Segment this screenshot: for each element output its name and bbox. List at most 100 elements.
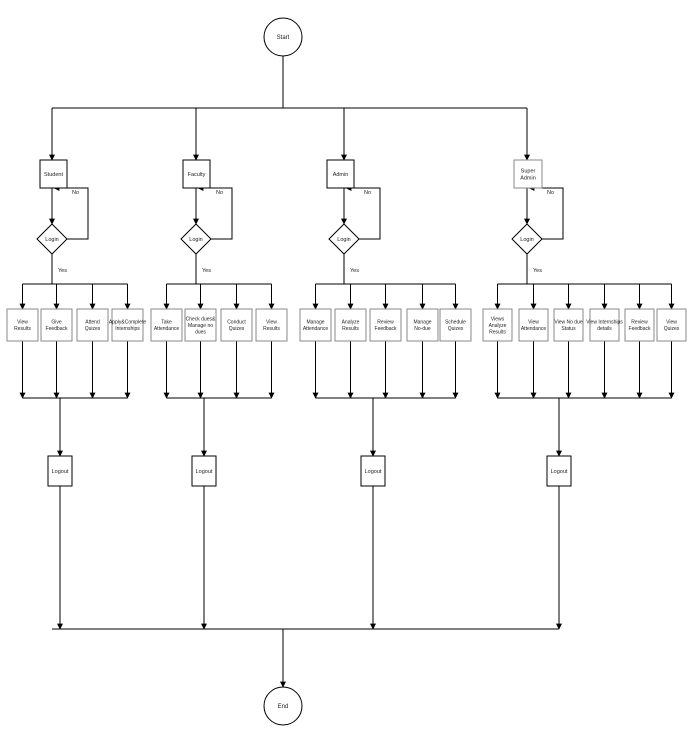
login-label-1: Login [189, 237, 202, 243]
feature-label-3-2: View No due [554, 320, 582, 326]
logout-label-0: Logout [52, 469, 69, 475]
yes-label-0: Yes [58, 268, 67, 274]
feature-label-1-1: Manage no [188, 323, 213, 329]
feature-label-3-0: Analyze [489, 323, 507, 329]
login-label-3: Login [520, 237, 533, 243]
feature-label-1-3: Results [263, 326, 280, 332]
feature-box-2-1 [334, 308, 367, 342]
feature-label-2-2: Review [377, 320, 394, 326]
yes-label-2: Yes [350, 268, 359, 274]
feature-label-2-3: Manage [413, 320, 431, 326]
role-name-1: Faculty [188, 172, 206, 178]
role-name-0: Student [44, 172, 63, 178]
role-name-3: Admin [520, 175, 536, 181]
feature-box-2-2 [369, 308, 402, 342]
logout-box-3 [546, 455, 572, 487]
feature-box-3-1 [518, 308, 549, 342]
feature-label-2-1: Results [342, 326, 359, 332]
feature-label-3-3: View Internships [586, 320, 623, 326]
feature-label-3-1: View [528, 320, 539, 326]
no-loop-2 [345, 185, 381, 240]
feature-label-2-1: Analyze [342, 320, 360, 326]
login-decision-0 [36, 223, 68, 255]
login-label-0: Login [45, 237, 58, 243]
end-node [263, 686, 303, 726]
feature-box-1-0 [150, 308, 183, 342]
feature-label-2-0: Manage [306, 320, 324, 326]
feature-label-3-5: Quizes [664, 326, 680, 332]
feature-label-3-0: Results [489, 329, 506, 335]
role-name-2: Admin [333, 172, 349, 178]
yes-label-1: Yes [202, 268, 211, 274]
feature-box-0-2 [76, 308, 109, 342]
role-box-2 [326, 159, 355, 189]
feature-box-3-3 [589, 308, 620, 342]
feature-box-2-0 [299, 308, 332, 342]
feature-label-2-3: No-due [414, 326, 431, 332]
no-label-0: No [72, 190, 79, 196]
logout-box-1 [191, 455, 217, 487]
start-node [263, 17, 303, 57]
logout-label-3: Logout [551, 469, 568, 475]
logout-box-2 [360, 455, 386, 487]
feature-box-3-0 [482, 308, 513, 342]
feature-box-2-4 [439, 308, 472, 342]
no-label-3: No [547, 190, 554, 196]
start-label: Start [277, 35, 290, 41]
feature-box-1-1 [184, 308, 217, 342]
feature-label-3-5: View [666, 320, 677, 326]
feature-label-0-1: Give [51, 320, 62, 326]
feature-box-3-5 [656, 308, 687, 342]
feature-box-1-2 [220, 308, 253, 342]
feature-label-2-4: Quizes [448, 326, 464, 332]
feature-label-1-0: Take [161, 320, 172, 326]
logout-label-1: Logout [196, 469, 213, 475]
feature-label-2-4: Schedule [445, 320, 466, 326]
feature-label-3-4: Feedback [629, 326, 651, 332]
logout-box-0 [47, 455, 73, 487]
feature-label-3-4: Review [631, 320, 648, 326]
feature-box-3-2 [553, 308, 584, 342]
feature-box-3-4 [624, 308, 655, 342]
feature-box-0-1 [40, 308, 73, 342]
logout-label-2: Logout [365, 469, 382, 475]
feature-label-0-1: Feedback [46, 326, 68, 332]
feature-box-0-0 [6, 308, 39, 342]
feature-label-1-0: Attendance [154, 326, 180, 332]
feature-label-0-0: Results [14, 326, 31, 332]
no-loop-3 [528, 185, 564, 240]
login-decision-2 [328, 223, 360, 255]
feature-label-0-3: Apply&Complete [109, 320, 146, 326]
feature-label-0-0: View [17, 320, 28, 326]
login-label-2: Login [337, 237, 350, 243]
feature-box-2-3 [406, 308, 439, 342]
nodes: StartEndStudentLoginNoYesViewResultsGive… [6, 17, 687, 726]
role-box-0 [39, 159, 68, 189]
role-box-1 [182, 159, 211, 189]
role-name-3: Super [521, 168, 536, 174]
feature-label-3-0: Views [491, 316, 505, 322]
role-box-3 [513, 159, 543, 189]
yes-label-3: Yes [533, 268, 542, 274]
feature-label-3-3: details [597, 326, 612, 332]
connectors [19, 56, 675, 688]
no-label-2: No [364, 190, 371, 196]
feature-label-1-2: Conduct [227, 320, 246, 326]
feature-label-1-2: Quizes [229, 326, 245, 332]
feature-label-1-1: dues [195, 329, 206, 335]
feature-label-1-1: Check dues& [186, 316, 216, 322]
feature-label-0-2: Attend [85, 320, 100, 326]
feature-box-1-3 [255, 308, 288, 342]
end-label: End [278, 704, 289, 710]
feature-box-0-3 [111, 308, 144, 342]
no-loop-0 [53, 185, 89, 240]
no-loop-1 [197, 185, 233, 240]
feature-label-2-0: Attendance [303, 326, 329, 332]
login-decision-1 [180, 223, 212, 255]
feature-label-3-1: Attendance [521, 326, 547, 332]
feature-label-0-3: Internships [115, 326, 140, 332]
login-decision-3 [511, 223, 543, 255]
no-label-1: No [216, 190, 223, 196]
feature-label-3-2: Status [561, 326, 576, 332]
